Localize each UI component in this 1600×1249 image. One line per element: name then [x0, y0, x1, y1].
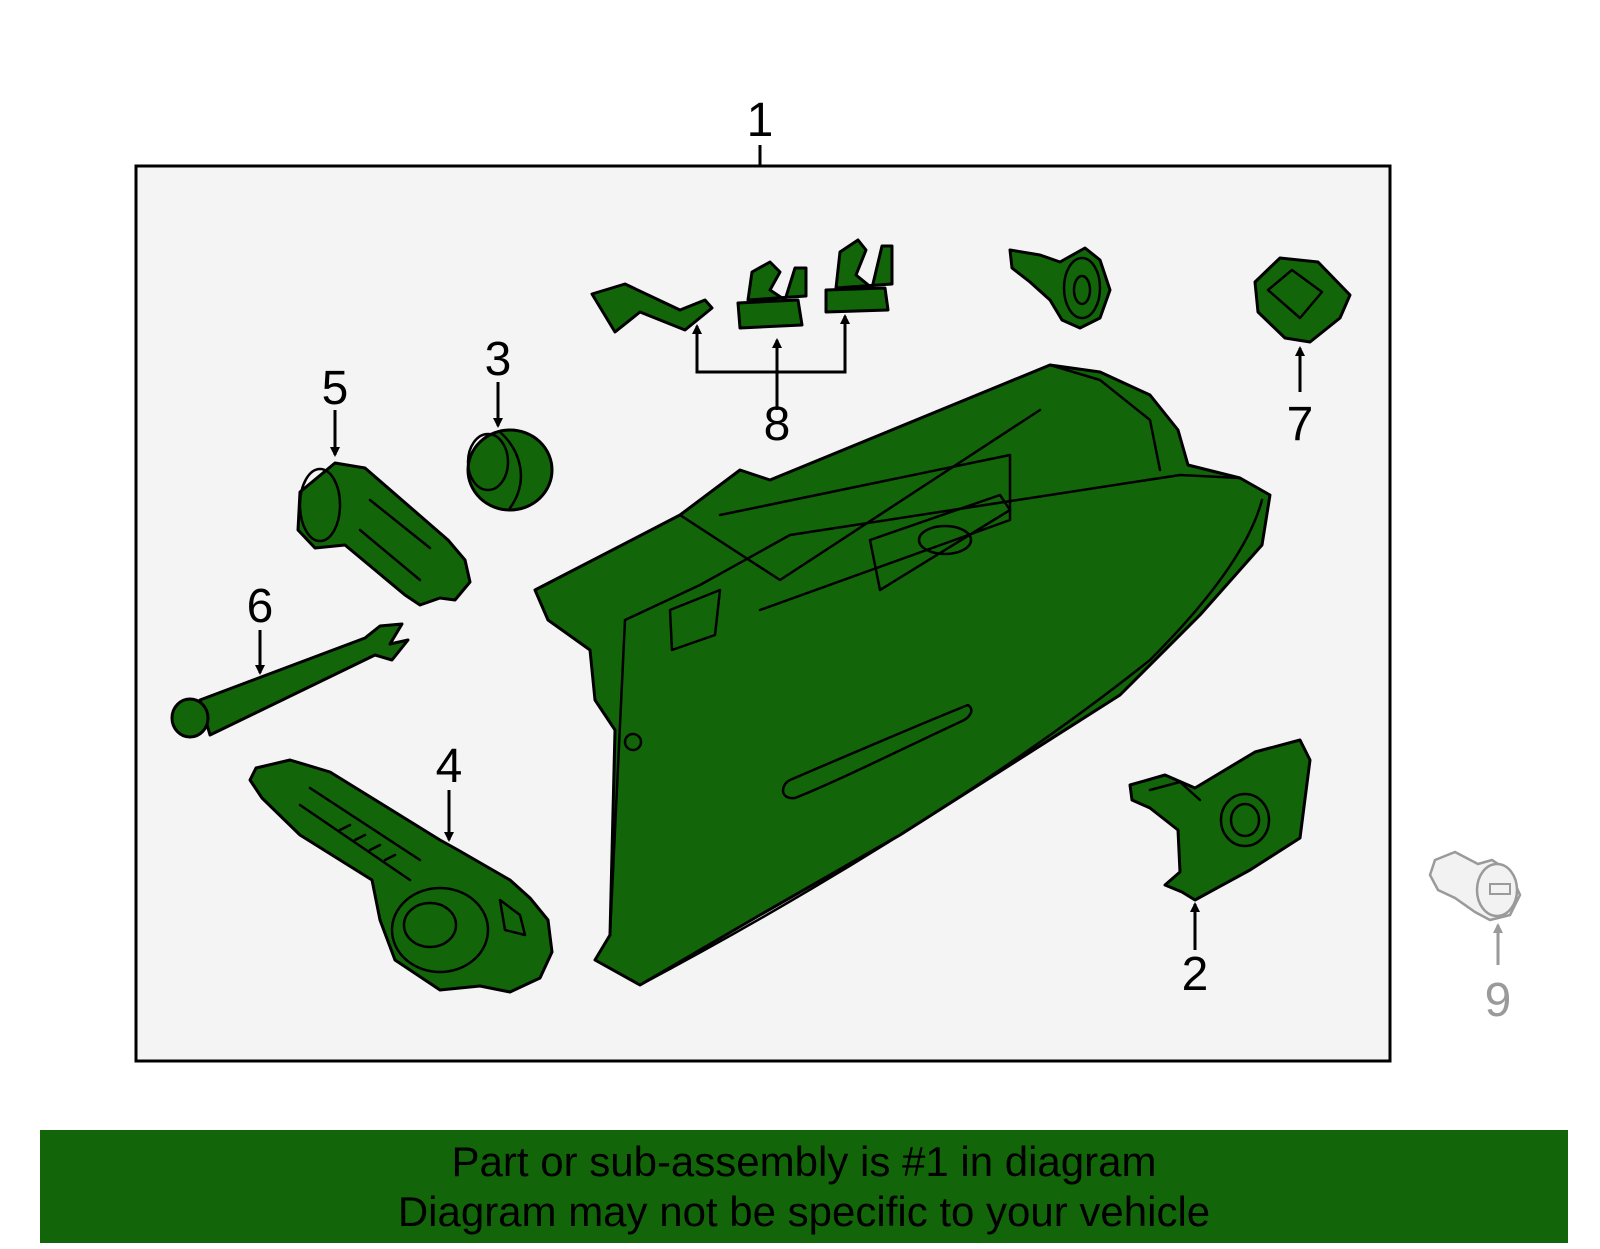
latch-handle	[1128, 738, 1312, 902]
callout-1: 1	[747, 94, 774, 147]
banner-line-1: Part or sub-assembly is #1 in diagram	[451, 1137, 1157, 1185]
damper-assembly	[248, 758, 554, 994]
clip-u-left	[736, 260, 808, 330]
hinge-sleeve	[296, 461, 472, 607]
lock-cylinder	[1428, 850, 1522, 922]
callout-4: 4	[436, 740, 463, 793]
pivot-pin	[170, 622, 410, 739]
glove-box-assembly	[533, 363, 1272, 987]
clip-flat	[590, 282, 714, 334]
callout-6: 6	[247, 580, 274, 633]
push-pin-fastener	[1008, 246, 1112, 330]
callout-9: 9	[1485, 974, 1512, 1027]
callout-7: 7	[1287, 398, 1314, 451]
callout-3: 3	[485, 333, 512, 386]
retaining-clips	[590, 238, 894, 334]
disclaimer-banner: Part or sub-assembly is #1 in diagram Di…	[40, 1130, 1568, 1243]
clip-u-right	[824, 238, 894, 314]
clip-nut	[1253, 256, 1352, 344]
callout-2: 2	[1182, 948, 1209, 1001]
bumper-stop	[466, 428, 554, 512]
callout-8: 8	[764, 398, 791, 451]
banner-line-2: Diagram may not be specific to your vehi…	[397, 1187, 1211, 1235]
callout-5: 5	[322, 362, 349, 415]
